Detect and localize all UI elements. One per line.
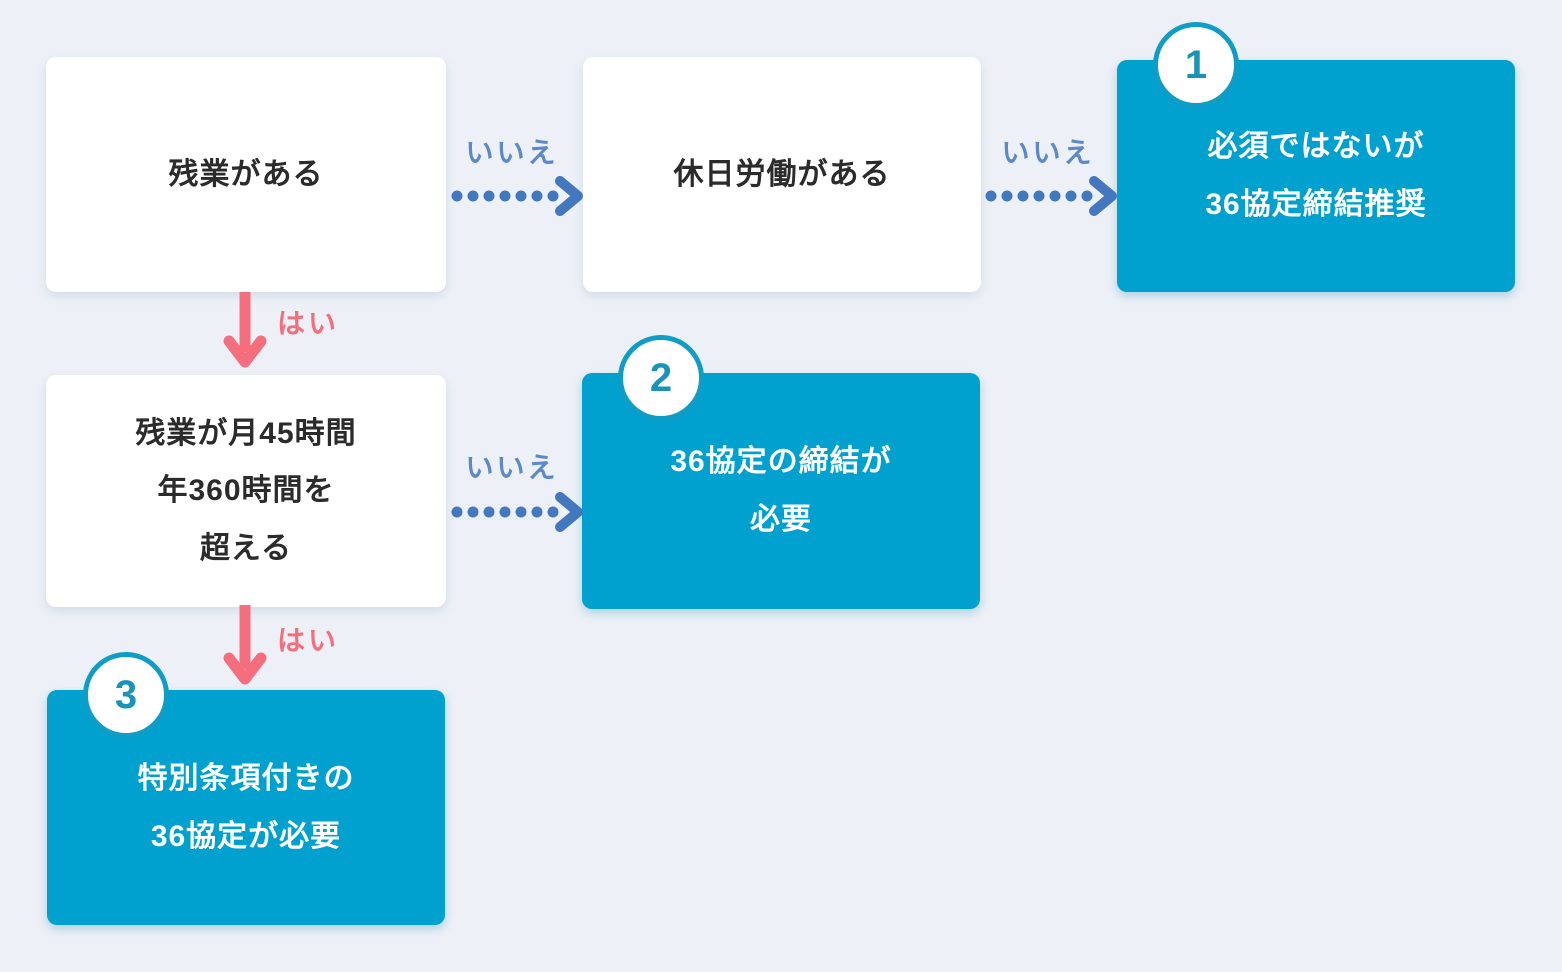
node-label-line: 36協定が必要 [150, 819, 342, 853]
result-number-badge: 3 [83, 652, 169, 738]
red-arrow-down-icon [223, 605, 267, 685]
node-label-line: 特別条項付きの [137, 761, 355, 795]
node-result-3-special-clause: 3 特別条項付きの 36協定が必要 [47, 652, 445, 925]
edge-label-yes: はい [276, 308, 340, 339]
node-label: 残業がある [168, 157, 324, 191]
edge-label-yes: はい [276, 625, 340, 656]
node-label-line: 36協定締結推奨 [1205, 188, 1427, 221]
badge-number: 3 [114, 673, 138, 717]
edge-label-no: いいえ [465, 137, 559, 168]
dotted-arrow-right-icon [451, 176, 583, 216]
node-label-line: 残業が月45時間 [135, 416, 357, 450]
node-result-2-agreement-required: 2 36協定の締結が 必要 [582, 335, 980, 609]
node-label-line: 年360時間を [157, 474, 335, 508]
node-label-line: 36協定の締結が [670, 445, 892, 479]
node-label-line: 必須ではないが [1207, 130, 1425, 164]
result-number-badge: 2 [618, 335, 704, 421]
result-number-badge: 1 [1153, 22, 1239, 108]
dotted-arrow-right-icon [451, 492, 583, 532]
red-arrow-down-icon [223, 292, 267, 368]
node-label-line: 超える [199, 531, 293, 565]
badge-number: 1 [1184, 43, 1208, 87]
edge-label-no: いいえ [465, 452, 559, 483]
dotted-arrow-right-icon [985, 176, 1117, 216]
node-question-45h-360h: 残業が月45時間 年360時間を 超える [46, 375, 446, 607]
node-question-overtime: 残業がある [46, 57, 446, 292]
node-question-holiday-work: 休日労働がある [583, 57, 981, 292]
badge-number: 2 [649, 356, 673, 400]
node-label: 休日労働がある [673, 157, 891, 191]
edge-label-no: いいえ [1001, 137, 1095, 168]
node-result-1-recommended: 1 必須ではないが 36協定締結推奨 [1117, 22, 1515, 292]
node-label-line: 必要 [750, 503, 812, 536]
